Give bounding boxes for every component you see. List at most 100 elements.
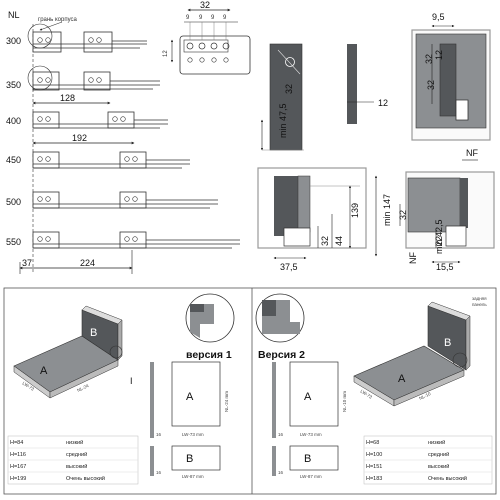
height-table-1: H=84 низкий H=116 средний H=167 высокий … <box>7 435 139 485</box>
t1-h-3: H=167 <box>10 464 26 470</box>
nl-label: NL <box>8 10 20 20</box>
t2-name-3: высокий <box>428 463 449 470</box>
version2-iso: задняя панель B A LW-73 NL-10 <box>353 296 487 407</box>
t2-name-4: Очень высокий <box>428 475 467 482</box>
v2-iso-label-b: B <box>444 337 451 349</box>
runner-450: 450 <box>6 151 190 169</box>
t1-h-2: H=116 <box>10 452 26 458</box>
edge-label: грань корпуса <box>38 17 78 23</box>
t2-name-1: низкий <box>428 439 445 446</box>
legend-tag-2: панель <box>472 302 487 307</box>
v1-panel-a: A <box>186 391 194 403</box>
profile-section-top: 9,5 32 32 12 <box>411 12 491 141</box>
drawer-cross-section: 139 min 147 44 32 37,5 <box>257 167 392 272</box>
t1-name-3: высокий <box>66 463 87 470</box>
dim-32-d: 32 <box>320 236 330 246</box>
t2-h-3: H=151 <box>366 464 382 470</box>
dim-12-side: 12 <box>163 50 169 57</box>
bottom-frame <box>3 287 497 495</box>
v2-iso-nl: NL-10 <box>418 391 432 401</box>
t1-name-2: средний <box>66 451 87 458</box>
v2-panel-a: A <box>304 391 312 403</box>
v1-iso-nl: NL-24 <box>76 383 90 393</box>
runner-350: 350 <box>6 71 160 91</box>
dim-9-d: 9 <box>223 15 227 21</box>
length-300: 300 <box>6 36 21 46</box>
dim-22: 22 <box>434 236 444 246</box>
v2-dim-16-b: 16 <box>278 470 284 475</box>
dim-12-thin: 12 <box>378 98 388 108</box>
hole-pattern-detail: 32 9 9 9 9 12 <box>163 0 251 75</box>
t1-h-1: H=84 <box>10 440 23 446</box>
t1-h-4: H=199 <box>10 476 26 482</box>
v2-dim-16-a: 16 <box>278 432 284 437</box>
height-table-2: H=68 низкий H=100 средний H=151 высокий … <box>363 435 493 485</box>
length-350: 350 <box>6 80 21 90</box>
dim-15-5: 15,5 <box>436 262 454 272</box>
runner-500: 500 <box>6 191 218 209</box>
nf-top: NF <box>466 148 478 158</box>
version1-iso: B A I LW-73 NL-24 <box>13 305 133 399</box>
version1-title: версия 1 <box>186 349 232 361</box>
v1-panel-b-width: LW-87 mm <box>182 474 204 479</box>
t2-h-1: H=68 <box>366 440 379 446</box>
v1-iso-label-b: B <box>90 327 97 339</box>
t2-name-2: средний <box>428 451 449 458</box>
nf-bottom: NF <box>408 252 418 264</box>
version2-title: Версия 2 <box>258 349 305 361</box>
runner-300: 300 <box>6 31 147 53</box>
dim-9-5: 9,5 <box>432 12 445 22</box>
runner-550: 550 <box>6 231 240 249</box>
dim-min-42-5: min 42,5 <box>434 219 444 254</box>
roman-one: I <box>130 376 133 386</box>
dim-32-top: 32 <box>200 0 210 10</box>
dim-128: 128 <box>60 93 75 103</box>
v1-panel-a-width: LW-73 mm <box>182 432 204 437</box>
v1-panel-a-height: NL-24 mm <box>224 391 229 412</box>
t2-h-4: H=183 <box>366 476 382 482</box>
t2-h-2: H=100 <box>366 452 382 458</box>
length-400: 400 <box>6 116 21 126</box>
panel-thickness: 12 <box>347 44 388 124</box>
dim-min-47-5: min 47,5 <box>278 103 288 138</box>
v2-panel-a-width: LW-73 mm <box>300 432 322 437</box>
v2-iso-label-a: A <box>398 373 406 385</box>
v1-panel-b: B <box>186 453 193 465</box>
version2-panels: 16 A NL-10 mm LW-73 mm 16 B LW-87 mm <box>272 361 347 479</box>
dim-192: 192 <box>72 133 87 143</box>
t1-name-4: Очень высокий <box>66 475 105 482</box>
length-runners-diagram: NL грань корпуса 300 350 <box>6 10 240 274</box>
dim-9-c: 9 <box>211 15 215 21</box>
version2-detail: Версия 2 <box>255 293 305 361</box>
runner-400: 400 <box>6 111 168 129</box>
v1-iso-label-a: A <box>40 365 48 377</box>
dim-139: 139 <box>350 203 360 218</box>
v2-panel-b: B <box>304 453 311 465</box>
dim-224: 224 <box>80 258 95 268</box>
dim-37: 37 <box>22 258 32 268</box>
dim-min-147: min 147 <box>382 194 392 226</box>
dim-32-b: 32 <box>424 54 434 64</box>
length-450: 450 <box>6 155 21 165</box>
version1-detail: версия 1 <box>185 293 235 361</box>
length-500: 500 <box>6 197 21 207</box>
length-550: 550 <box>6 237 21 247</box>
t1-name-1: низкий <box>66 439 83 446</box>
v1-iso-lw: LW-73 <box>21 381 35 392</box>
legend-tag-1: задняя <box>472 296 487 301</box>
dim-32-e: 32 <box>398 210 408 220</box>
v1-dim-16-a: 16 <box>156 432 162 437</box>
version1-panels: 16 A NL-24 mm LW-73 mm 16 B LW-87 mm <box>150 361 229 479</box>
v2-panel-a-height: NL-10 mm <box>342 391 347 412</box>
side-panel-front: 32 min 47,5 <box>260 43 304 151</box>
v2-iso-lw: LW-73 <box>359 389 373 400</box>
dim-9-b: 9 <box>199 15 203 21</box>
dim-32-rotated: 32 <box>284 84 294 94</box>
v1-dim-16-b: 16 <box>156 470 162 475</box>
dim-37-5: 37,5 <box>280 262 298 272</box>
dim-12-c: 12 <box>434 50 444 60</box>
profile-section-bottom: NF 32 22 min 42,5 NF 15,5 <box>398 148 495 272</box>
v2-panel-b-width: LW-87 mm <box>300 474 322 479</box>
dim-9-a: 9 <box>186 15 190 21</box>
